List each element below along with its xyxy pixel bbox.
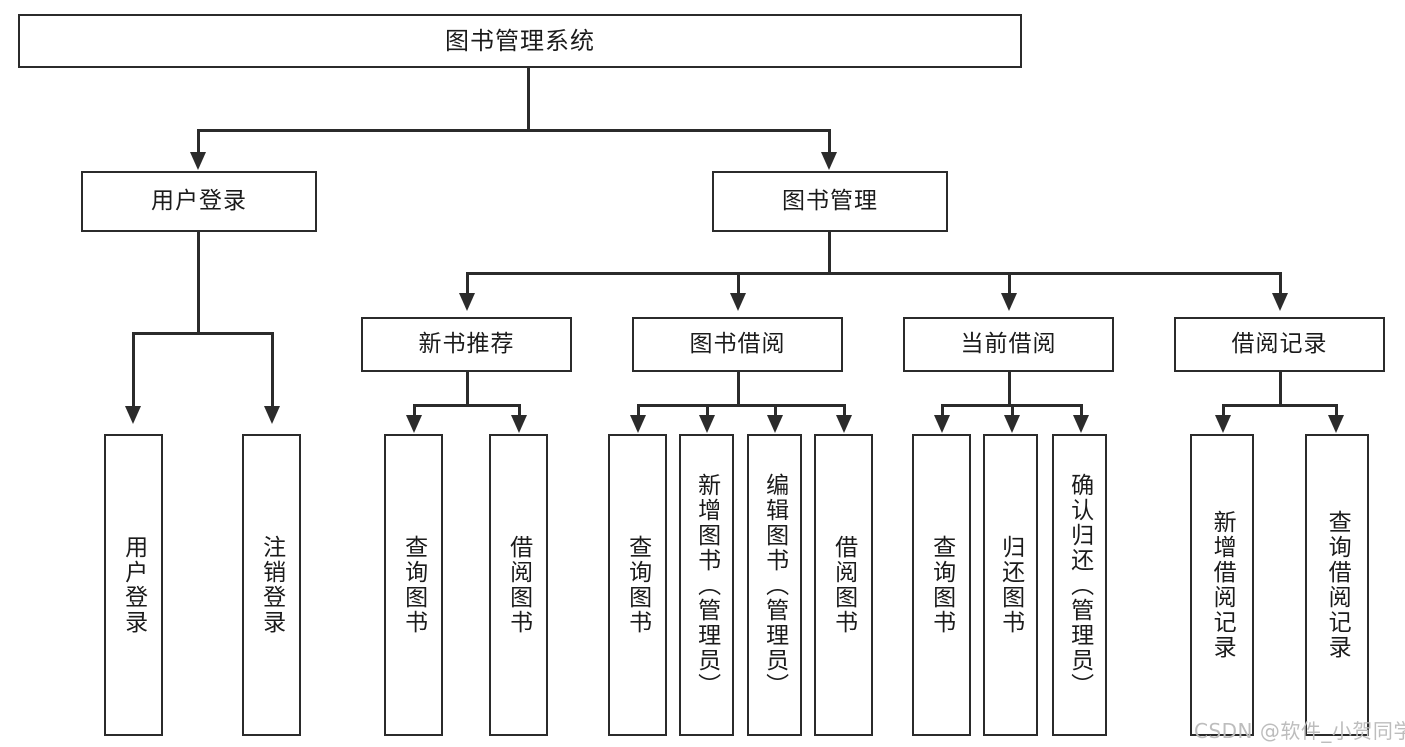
node-label: 图书管理系统	[445, 26, 595, 55]
node-leaf-query-book-3[interactable]: 查询图书	[912, 434, 971, 736]
node-leaf-logout-login[interactable]: 注销登录	[242, 434, 301, 736]
edge-bb-drop-4	[843, 404, 846, 418]
node-leaf-borrow-book-1[interactable]: 借阅图书	[489, 434, 548, 736]
node-label: 借阅图书	[830, 535, 857, 635]
node-label: 查询图书	[400, 535, 427, 635]
node-new-book-recommend[interactable]: 新书推荐	[361, 317, 572, 372]
arrow-root-to-book-management	[821, 152, 837, 170]
node-label: 编辑图书（管理员）	[761, 472, 788, 698]
edge-br-bus	[1222, 404, 1337, 407]
node-leaf-borrow-book-2[interactable]: 借阅图书	[814, 434, 873, 736]
node-user-login[interactable]: 用户登录	[81, 171, 317, 232]
edge-user-login-bus	[132, 332, 274, 335]
arrow-bb-to-add-book	[699, 415, 715, 433]
node-book-borrow[interactable]: 图书借阅	[632, 317, 843, 372]
edge-user-login-drop-2	[271, 332, 274, 409]
edge-nbr-drop-1	[413, 404, 416, 418]
node-label: 新书推荐	[418, 330, 515, 357]
edge-nbr-drop-2	[518, 404, 521, 418]
edge-book-management-bus	[466, 272, 1280, 275]
edge-bb-bus	[637, 404, 845, 407]
edge-cb-drop-1	[941, 404, 944, 418]
node-label: 用户登录	[151, 187, 247, 214]
edge-br-drop-2	[1335, 404, 1338, 418]
edge-bb-drop-1	[637, 404, 640, 418]
arrow-cb-to-query-book	[934, 415, 950, 433]
edge-nbr-bus	[413, 404, 520, 407]
node-leaf-user-login[interactable]: 用户登录	[104, 434, 163, 736]
node-label: 查询借阅记录	[1324, 510, 1351, 660]
node-leaf-query-book-1[interactable]: 查询图书	[384, 434, 443, 736]
arrow-user-login-to-leaf-logout-login	[264, 406, 280, 424]
edge-root-drop-user	[197, 129, 200, 155]
node-label: 新增借阅记录	[1209, 510, 1236, 660]
arrow-bm-to-book-borrow	[730, 293, 746, 311]
node-label: 图书借阅	[689, 330, 786, 357]
node-leaf-confirm-return[interactable]: 确认归还（管理员）	[1052, 434, 1107, 736]
arrow-br-to-add-record	[1215, 415, 1231, 433]
node-book-management[interactable]: 图书管理	[712, 171, 948, 232]
edge-br-stem	[1279, 372, 1282, 406]
csdn-watermark: CSDN @软件_小贺同学	[1194, 719, 1405, 743]
edge-bm-drop-2	[737, 272, 740, 296]
arrow-nbr-to-borrow-book	[511, 415, 527, 433]
node-label: 查询图书	[928, 535, 955, 635]
edge-bb-drop-3	[774, 404, 777, 418]
edge-root-drop-book	[828, 129, 831, 155]
arrow-br-to-query-record	[1328, 415, 1344, 433]
node-label: 借阅记录	[1231, 330, 1328, 357]
node-leaf-edit-book[interactable]: 编辑图书（管理员）	[747, 434, 802, 736]
node-label: 当前借阅	[960, 330, 1057, 357]
edge-bb-drop-2	[706, 404, 709, 418]
arrow-bm-to-new-book-recommend	[459, 293, 475, 311]
edge-cb-drop-2	[1011, 404, 1014, 418]
node-label: 新增图书（管理员）	[693, 472, 720, 698]
node-borrow-record[interactable]: 借阅记录	[1174, 317, 1385, 372]
edge-bm-drop-1	[466, 272, 469, 296]
node-label: 归还图书	[997, 535, 1024, 635]
edge-bm-drop-4	[1279, 272, 1282, 296]
arrow-bb-to-borrow-book	[836, 415, 852, 433]
node-system-root[interactable]: 图书管理系统	[18, 14, 1022, 68]
arrow-bm-to-borrow-record	[1272, 293, 1288, 311]
edge-bm-drop-3	[1008, 272, 1011, 296]
node-label: 用户登录	[120, 535, 147, 635]
arrow-bm-to-current-borrow	[1001, 293, 1017, 311]
edge-br-drop-1	[1222, 404, 1225, 418]
node-leaf-query-book-2[interactable]: 查询图书	[608, 434, 667, 736]
node-label: 确认归还（管理员）	[1066, 472, 1093, 698]
edge-root-bus	[197, 129, 831, 132]
edge-cb-stem	[1008, 372, 1011, 406]
node-leaf-return-book[interactable]: 归还图书	[983, 434, 1038, 736]
arrow-root-to-user-login	[190, 152, 206, 170]
edge-cb-drop-3	[1080, 404, 1083, 418]
arrow-user-login-to-leaf-user-login	[125, 406, 141, 424]
arrow-cb-to-return-book	[1004, 415, 1020, 433]
node-label: 注销登录	[258, 535, 285, 635]
arrow-bb-to-query-book	[630, 415, 646, 433]
node-current-borrow[interactable]: 当前借阅	[903, 317, 1114, 372]
edge-book-management-stem	[828, 232, 831, 274]
arrow-cb-to-confirm-return	[1073, 415, 1089, 433]
arrow-bb-to-edit-book	[767, 415, 783, 433]
node-leaf-add-book[interactable]: 新增图书（管理员）	[679, 434, 734, 736]
edge-root-stem	[527, 68, 530, 131]
arrow-nbr-to-query-book	[406, 415, 422, 433]
node-label: 查询图书	[624, 535, 651, 635]
edge-nbr-stem	[466, 372, 469, 406]
node-label: 图书管理	[782, 187, 878, 214]
edge-user-login-stem	[197, 232, 200, 334]
node-label: 借阅图书	[505, 535, 532, 635]
node-leaf-query-record[interactable]: 查询借阅记录	[1305, 434, 1369, 736]
node-leaf-add-record[interactable]: 新增借阅记录	[1190, 434, 1254, 736]
edge-user-login-drop-1	[132, 332, 135, 409]
edge-bb-stem	[737, 372, 740, 406]
